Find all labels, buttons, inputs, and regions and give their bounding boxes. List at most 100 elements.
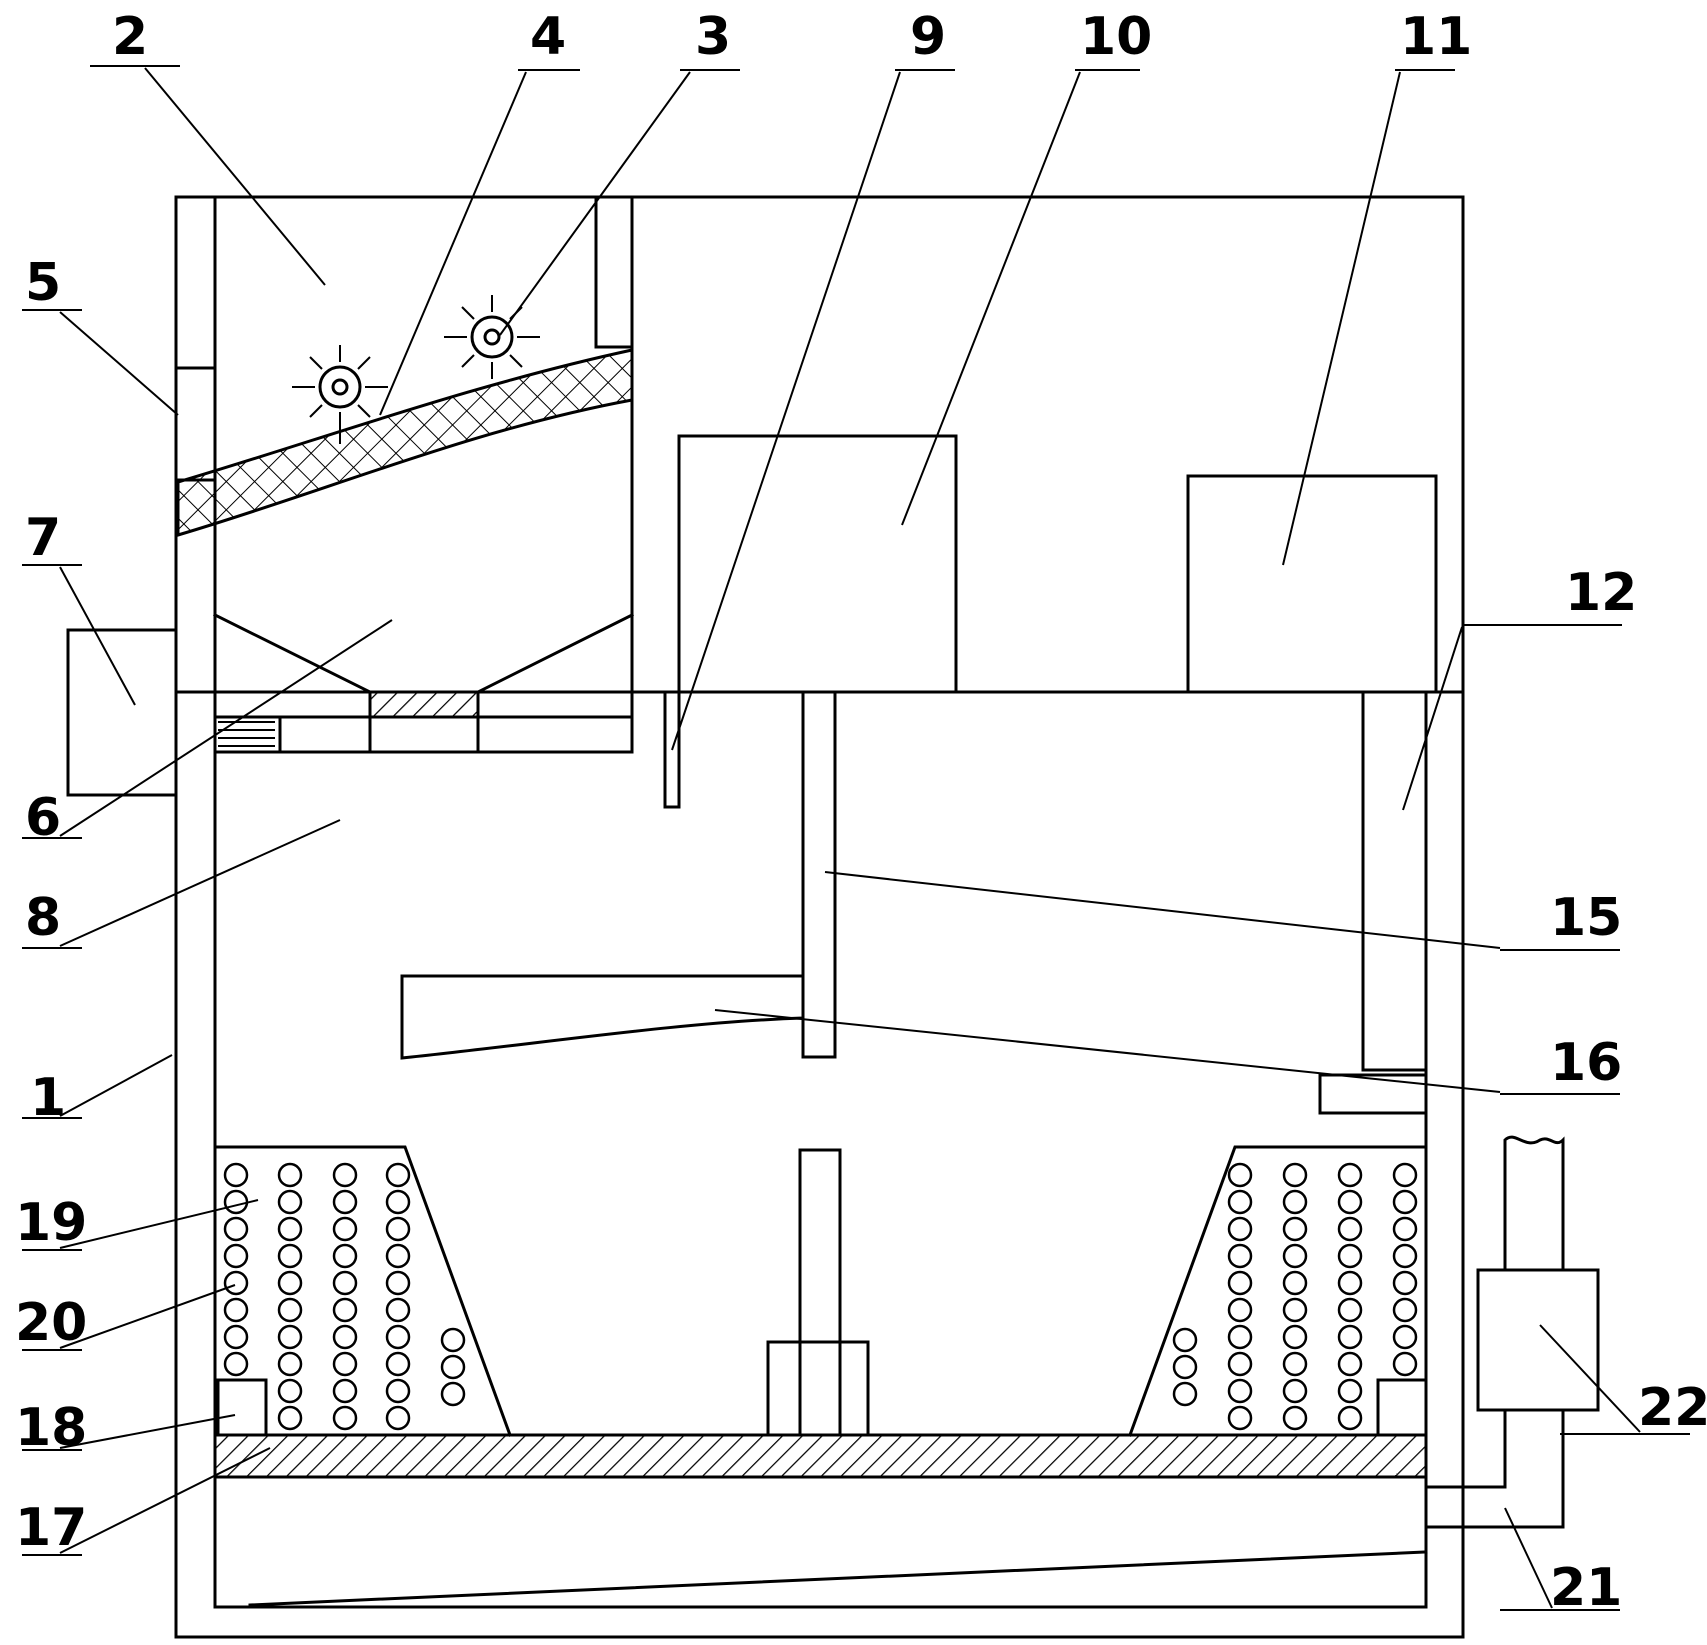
- filter-ball: [1227, 1378, 1253, 1404]
- control-box: [1186, 474, 1438, 694]
- label-7: 7: [25, 508, 61, 568]
- balls-left: [223, 1162, 466, 1431]
- filter-ball: [1392, 1324, 1418, 1350]
- support-left: [216, 1378, 268, 1437]
- filter-ball: [385, 1162, 411, 1188]
- filter-ball: [1337, 1351, 1363, 1377]
- outlet-grate: [368, 690, 480, 719]
- label-8: 8: [25, 888, 61, 948]
- filter-plate: [213, 1433, 1428, 1479]
- label-15: 15: [1550, 888, 1622, 948]
- label-12: 12: [1565, 563, 1637, 623]
- filter-ball: [277, 1243, 303, 1269]
- filter-ball: [1227, 1189, 1253, 1215]
- filter-ball: [1392, 1162, 1418, 1188]
- filter-ball: [1282, 1351, 1308, 1377]
- filter-ball: [277, 1405, 303, 1431]
- drain-pipe-lower: [1424, 1408, 1565, 1529]
- roller-left: [292, 345, 388, 444]
- label-18: 18: [15, 1398, 87, 1458]
- center-post: [798, 1148, 842, 1437]
- filter-ball: [223, 1243, 249, 1269]
- label-17: 17: [15, 1498, 87, 1558]
- label-11: 11: [1400, 7, 1472, 67]
- filter-ball: [1392, 1189, 1418, 1215]
- filter-ball: [223, 1351, 249, 1377]
- left-wall-post: [174, 195, 217, 694]
- filter-ball: [1227, 1216, 1253, 1242]
- filter-ball: [385, 1378, 411, 1404]
- filter-ball: [277, 1216, 303, 1242]
- filter-ball: [1337, 1405, 1363, 1431]
- lower-tray: [213, 690, 634, 754]
- filter-ball: [277, 1351, 303, 1377]
- filter-ball: [385, 1189, 411, 1215]
- label-19: 19: [15, 1193, 87, 1253]
- filter-ball: [1227, 1324, 1253, 1350]
- filter-ball: [385, 1405, 411, 1431]
- filter-ball: [277, 1162, 303, 1188]
- label-6: 6: [25, 788, 61, 848]
- filter-ball: [1337, 1378, 1363, 1404]
- filter-ball: [223, 1297, 249, 1323]
- filter-ball: [332, 1324, 358, 1350]
- filter-ball: [277, 1297, 303, 1323]
- filter-ball: [1227, 1243, 1253, 1269]
- label-21: 21: [1550, 1558, 1622, 1618]
- filter-ball: [440, 1354, 466, 1380]
- filter-ball: [1227, 1351, 1253, 1377]
- hopper-right: [475, 612, 635, 695]
- filter-ball: [1227, 1297, 1253, 1323]
- label-4: 4: [530, 7, 566, 67]
- feed-pipe: [1361, 690, 1428, 1072]
- stir-blade: [400, 974, 805, 1060]
- screen-mesh: [176, 348, 634, 538]
- filter-ball: [1227, 1405, 1253, 1431]
- filter-ball: [1337, 1243, 1363, 1269]
- pump-pipe: [1503, 1135, 1565, 1272]
- leader-lines: [22, 65, 1690, 1611]
- label-3: 3: [695, 7, 731, 67]
- filter-ball: [1392, 1216, 1418, 1242]
- filter-ball: [332, 1297, 358, 1323]
- filter-ball: [1282, 1189, 1308, 1215]
- filter-ball: [1337, 1162, 1363, 1188]
- filter-ball: [385, 1216, 411, 1242]
- filter-ball: [277, 1270, 303, 1296]
- filter-ball: [223, 1162, 249, 1188]
- balls-right: [1172, 1162, 1418, 1431]
- support-right: [1376, 1378, 1428, 1437]
- filter-ball: [1337, 1297, 1363, 1323]
- label-9: 9: [910, 7, 946, 67]
- pump-box: [1476, 1268, 1600, 1412]
- motor-box: [677, 434, 958, 694]
- right-baffle: [594, 195, 634, 349]
- filter-ball: [332, 1243, 358, 1269]
- filter-ball: [223, 1189, 249, 1215]
- label-20: 20: [15, 1293, 87, 1353]
- filter-ball: [332, 1162, 358, 1188]
- filter-ball: [385, 1270, 411, 1296]
- label-2: 2: [112, 7, 148, 67]
- label-22: 22: [1638, 1378, 1707, 1438]
- number-labels: 2 4 3 9 10 11 5 7 6 8 12 15 16 1 19 20 1…: [15, 7, 1707, 1618]
- filter-ball: [1392, 1270, 1418, 1296]
- tank-slope: [248, 1550, 1428, 1607]
- filter-ball: [385, 1351, 411, 1377]
- label-5: 5: [25, 253, 61, 313]
- filter-ball: [277, 1378, 303, 1404]
- filter-ball: [440, 1381, 466, 1407]
- filter-ball: [1282, 1297, 1308, 1323]
- filter-ball: [1172, 1381, 1198, 1407]
- filter-ball: [1392, 1243, 1418, 1269]
- filter-ball: [1282, 1216, 1308, 1242]
- filter-ball: [1282, 1243, 1308, 1269]
- housing-outer: [174, 195, 1465, 1639]
- post-base: [766, 1340, 870, 1437]
- filter-ball: [277, 1324, 303, 1350]
- vent-slots: [218, 721, 275, 747]
- filter-ball: [1282, 1270, 1308, 1296]
- filter-ball: [1282, 1378, 1308, 1404]
